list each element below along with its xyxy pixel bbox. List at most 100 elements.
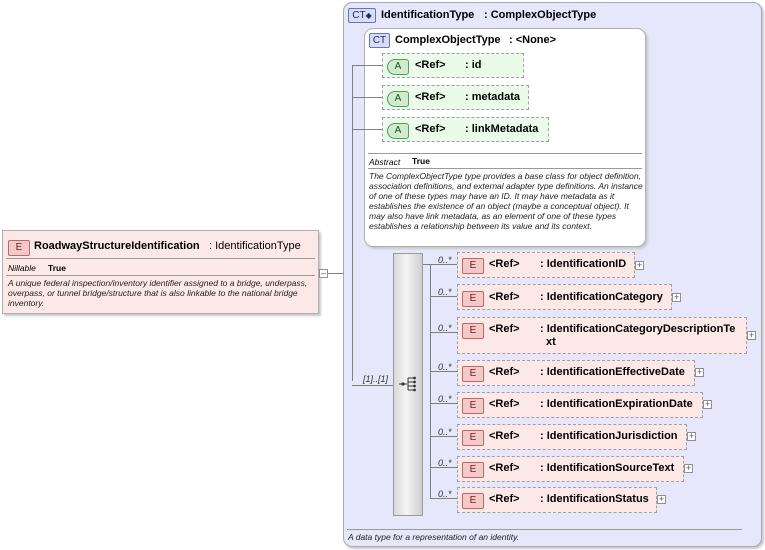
element-identification-jurisdiction[interactable]: E <Ref> : IdentificationJurisdiction: [457, 424, 687, 450]
element-multiplicity: 0..*: [438, 427, 452, 437]
element-ref: <Ref>: [489, 258, 520, 270]
plus-icon[interactable]: +: [635, 260, 644, 270]
inner-type-base: : <None>: [509, 34, 557, 46]
element-name: : IdentificationEffectiveDate: [540, 366, 685, 378]
divider: [6, 258, 315, 259]
connector-line: [430, 467, 457, 468]
element-identification-source-text[interactable]: E <Ref> : IdentificationSourceText: [457, 456, 684, 482]
attribute-name: : metadata: [465, 91, 521, 103]
element-multiplicity: 0..*: [438, 489, 452, 499]
element-ref: <Ref>: [489, 366, 520, 378]
attribute-ref: <Ref>: [415, 91, 446, 103]
root-element-type: : IdentificationType: [209, 240, 301, 252]
root-element-name: RoadwayStructureIdentification: [34, 240, 200, 252]
element-name: : IdentificationSourceText: [540, 462, 675, 474]
plus-icon[interactable]: +: [672, 292, 681, 302]
connector-line: [430, 403, 457, 404]
connector-line: [352, 129, 382, 130]
element-ref: <Ref>: [489, 323, 520, 335]
divider: [347, 529, 742, 530]
connector-line: [430, 436, 457, 437]
minus-icon[interactable]: –: [319, 268, 328, 278]
element-badge: E: [462, 291, 484, 307]
connector-line: [352, 97, 382, 98]
connector-line: [430, 498, 457, 499]
element-badge: E: [8, 240, 30, 256]
root-element-box[interactable]: E RoadwayStructureIdentification : Ident…: [2, 230, 319, 314]
element-ref: <Ref>: [489, 398, 520, 410]
element-badge: E: [462, 366, 484, 382]
element-badge: E: [462, 398, 484, 414]
outer-type-name: IdentificationType: [381, 9, 475, 21]
attribute-metadata[interactable]: A <Ref> : metadata: [382, 85, 529, 110]
outer-type-base: : ComplexObjectType: [484, 9, 597, 21]
attribute-badge: A: [387, 91, 409, 107]
ct-badge: CT: [369, 33, 390, 48]
element-name: : IdentificationExpirationDate: [540, 398, 693, 410]
attribute-name: : id: [465, 59, 482, 71]
element-name-continued: xt: [546, 336, 556, 348]
divider: [6, 275, 315, 276]
element-badge: E: [462, 493, 484, 509]
element-identification-category[interactable]: E <Ref> : IdentificationCategory: [457, 284, 672, 310]
diamond-icon: ◆: [365, 11, 372, 20]
element-ref: <Ref>: [489, 462, 520, 474]
sequence-icon: [399, 376, 416, 392]
element-multiplicity: 0..*: [438, 255, 452, 265]
attribute-name: : linkMetadata: [465, 123, 539, 135]
connector-line: [328, 273, 352, 274]
nillable-label: Nillable: [8, 263, 36, 273]
element-multiplicity: 0..*: [438, 323, 452, 333]
sequence-bar[interactable]: [393, 253, 423, 516]
element-name: : IdentificationStatus: [540, 493, 649, 505]
element-identification-category-description-text[interactable]: E <Ref> : IdentificationCategoryDescript…: [457, 317, 747, 354]
element-multiplicity: 0..*: [438, 362, 452, 372]
element-name: : IdentificationJurisdiction: [540, 430, 678, 442]
connector-line: [430, 371, 457, 372]
element-identification-status[interactable]: E <Ref> : IdentificationStatus: [457, 487, 657, 513]
ct-badge-text: CT: [352, 10, 366, 21]
plus-icon[interactable]: +: [695, 367, 704, 377]
element-badge: E: [462, 430, 484, 446]
element-identification-expiration-date[interactable]: E <Ref> : IdentificationExpirationDate: [457, 392, 703, 418]
plus-icon[interactable]: +: [657, 494, 666, 504]
plus-icon[interactable]: +: [684, 463, 693, 473]
element-badge: E: [462, 462, 484, 478]
sequence-multiplicity: [1]..[1]: [363, 374, 389, 384]
element-name: : IdentificationCategoryDescriptionTe: [540, 323, 736, 335]
abstract-value: True: [412, 156, 430, 166]
attribute-link-metadata[interactable]: A <Ref> : linkMetadata: [382, 117, 549, 142]
abstract-label: Abstract: [369, 157, 401, 167]
plus-icon[interactable]: +: [703, 399, 712, 409]
element-ref: <Ref>: [489, 430, 520, 442]
attribute-ref: <Ref>: [415, 59, 446, 71]
element-identification-effective-date[interactable]: E <Ref> : IdentificationEffectiveDate: [457, 360, 695, 386]
attribute-badge: A: [387, 123, 409, 139]
inner-type-name: ComplexObjectType: [395, 34, 501, 46]
inner-type-description: The ComplexObjectType type provides a ba…: [369, 171, 643, 231]
element-badge: E: [462, 323, 484, 339]
connector-line: [423, 264, 457, 265]
connector-line: [430, 264, 431, 498]
element-multiplicity: 0..*: [438, 287, 452, 297]
element-multiplicity: 0..*: [438, 394, 452, 404]
element-identification-id[interactable]: E <Ref> : IdentificationID: [457, 252, 635, 278]
plus-icon[interactable]: +: [687, 431, 696, 441]
nillable-value: True: [48, 263, 66, 273]
attribute-ref: <Ref>: [415, 123, 446, 135]
root-element-description: A unique federal inspection/inventory id…: [8, 278, 308, 308]
connector-line: [352, 65, 382, 66]
connector-line: [352, 385, 394, 386]
element-badge: E: [462, 258, 484, 274]
element-name: : IdentificationCategory: [540, 291, 663, 303]
connector-line: [430, 332, 457, 333]
divider: [368, 168, 642, 169]
connector-line: [430, 296, 457, 297]
connector-line: [352, 65, 353, 381]
divider: [368, 153, 642, 154]
element-ref: <Ref>: [489, 291, 520, 303]
attribute-badge: A: [387, 59, 409, 75]
plus-icon[interactable]: +: [747, 330, 756, 340]
attribute-id[interactable]: A <Ref> : id: [382, 53, 524, 78]
element-ref: <Ref>: [489, 493, 520, 505]
